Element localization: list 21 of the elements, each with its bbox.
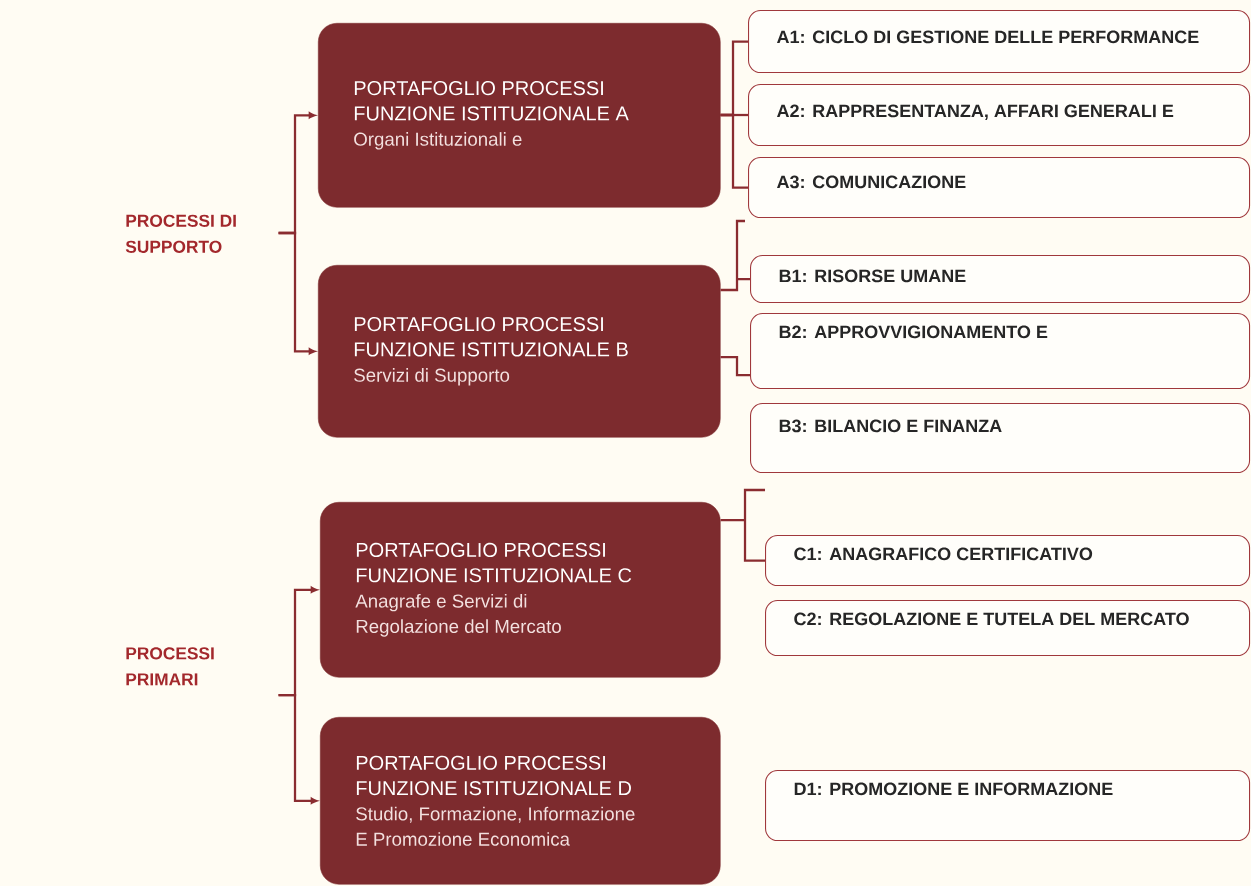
- process-box: B1: RISORSE UMANE: [750, 255, 1251, 304]
- connector: [278, 231, 316, 355]
- connector: [719, 488, 767, 562]
- process-box: C1: ANAGRAFICO CERTIFICATIVO: [765, 535, 1251, 587]
- process-box: B3: BILANCIO E FINANZA: [750, 403, 1251, 474]
- connector: [720, 113, 748, 189]
- portfolio-box: PORTAFOGLIO PROCESSI FUNZIONE ISTITUZIONALE A Organi Istituzionali e: [318, 23, 721, 208]
- connector: [720, 355, 750, 377]
- section-label: PROCESSI PRIMARI: [126, 647, 214, 686]
- portfolio-box: PORTAFOGLIO PROCESSI FUNZIONE ISTITUZIONALE D Studio, Formazione, Informazione E Promozione Economica: [320, 717, 721, 885]
- portfolio-box: PORTAFOGLIO PROCESSI FUNZIONE ISTITUZIONALE B Servizi di Supporto: [318, 265, 721, 438]
- process-box: A1: CICLO DI GESTIONE DELLE PERFORMANCE: [748, 10, 1251, 74]
- process-box: B2: APPROVVIGIONAMENTO E: [750, 313, 1251, 390]
- process-box: A2: RAPPRESENTANZA, AFFARI GENERALI E: [748, 84, 1251, 147]
- connector: [278, 693, 318, 804]
- section-label: PROCESSI DI SUPPORTO: [125, 214, 236, 253]
- portfolio-box: PORTAFOGLIO PROCESSI FUNZIONE ISTITUZIONALE C Anagrafe e Servizi di Regolazione del Mercato: [320, 502, 721, 678]
- process-box: D1: PROMOZIONE E INFORMAZIONE: [765, 770, 1251, 842]
- connector: [719, 219, 752, 292]
- process-box: A3: COMUNICAZIONE: [748, 157, 1251, 219]
- process-box: C2: REGOLAZIONE E TUTELA DEL MERCATO: [765, 600, 1251, 657]
